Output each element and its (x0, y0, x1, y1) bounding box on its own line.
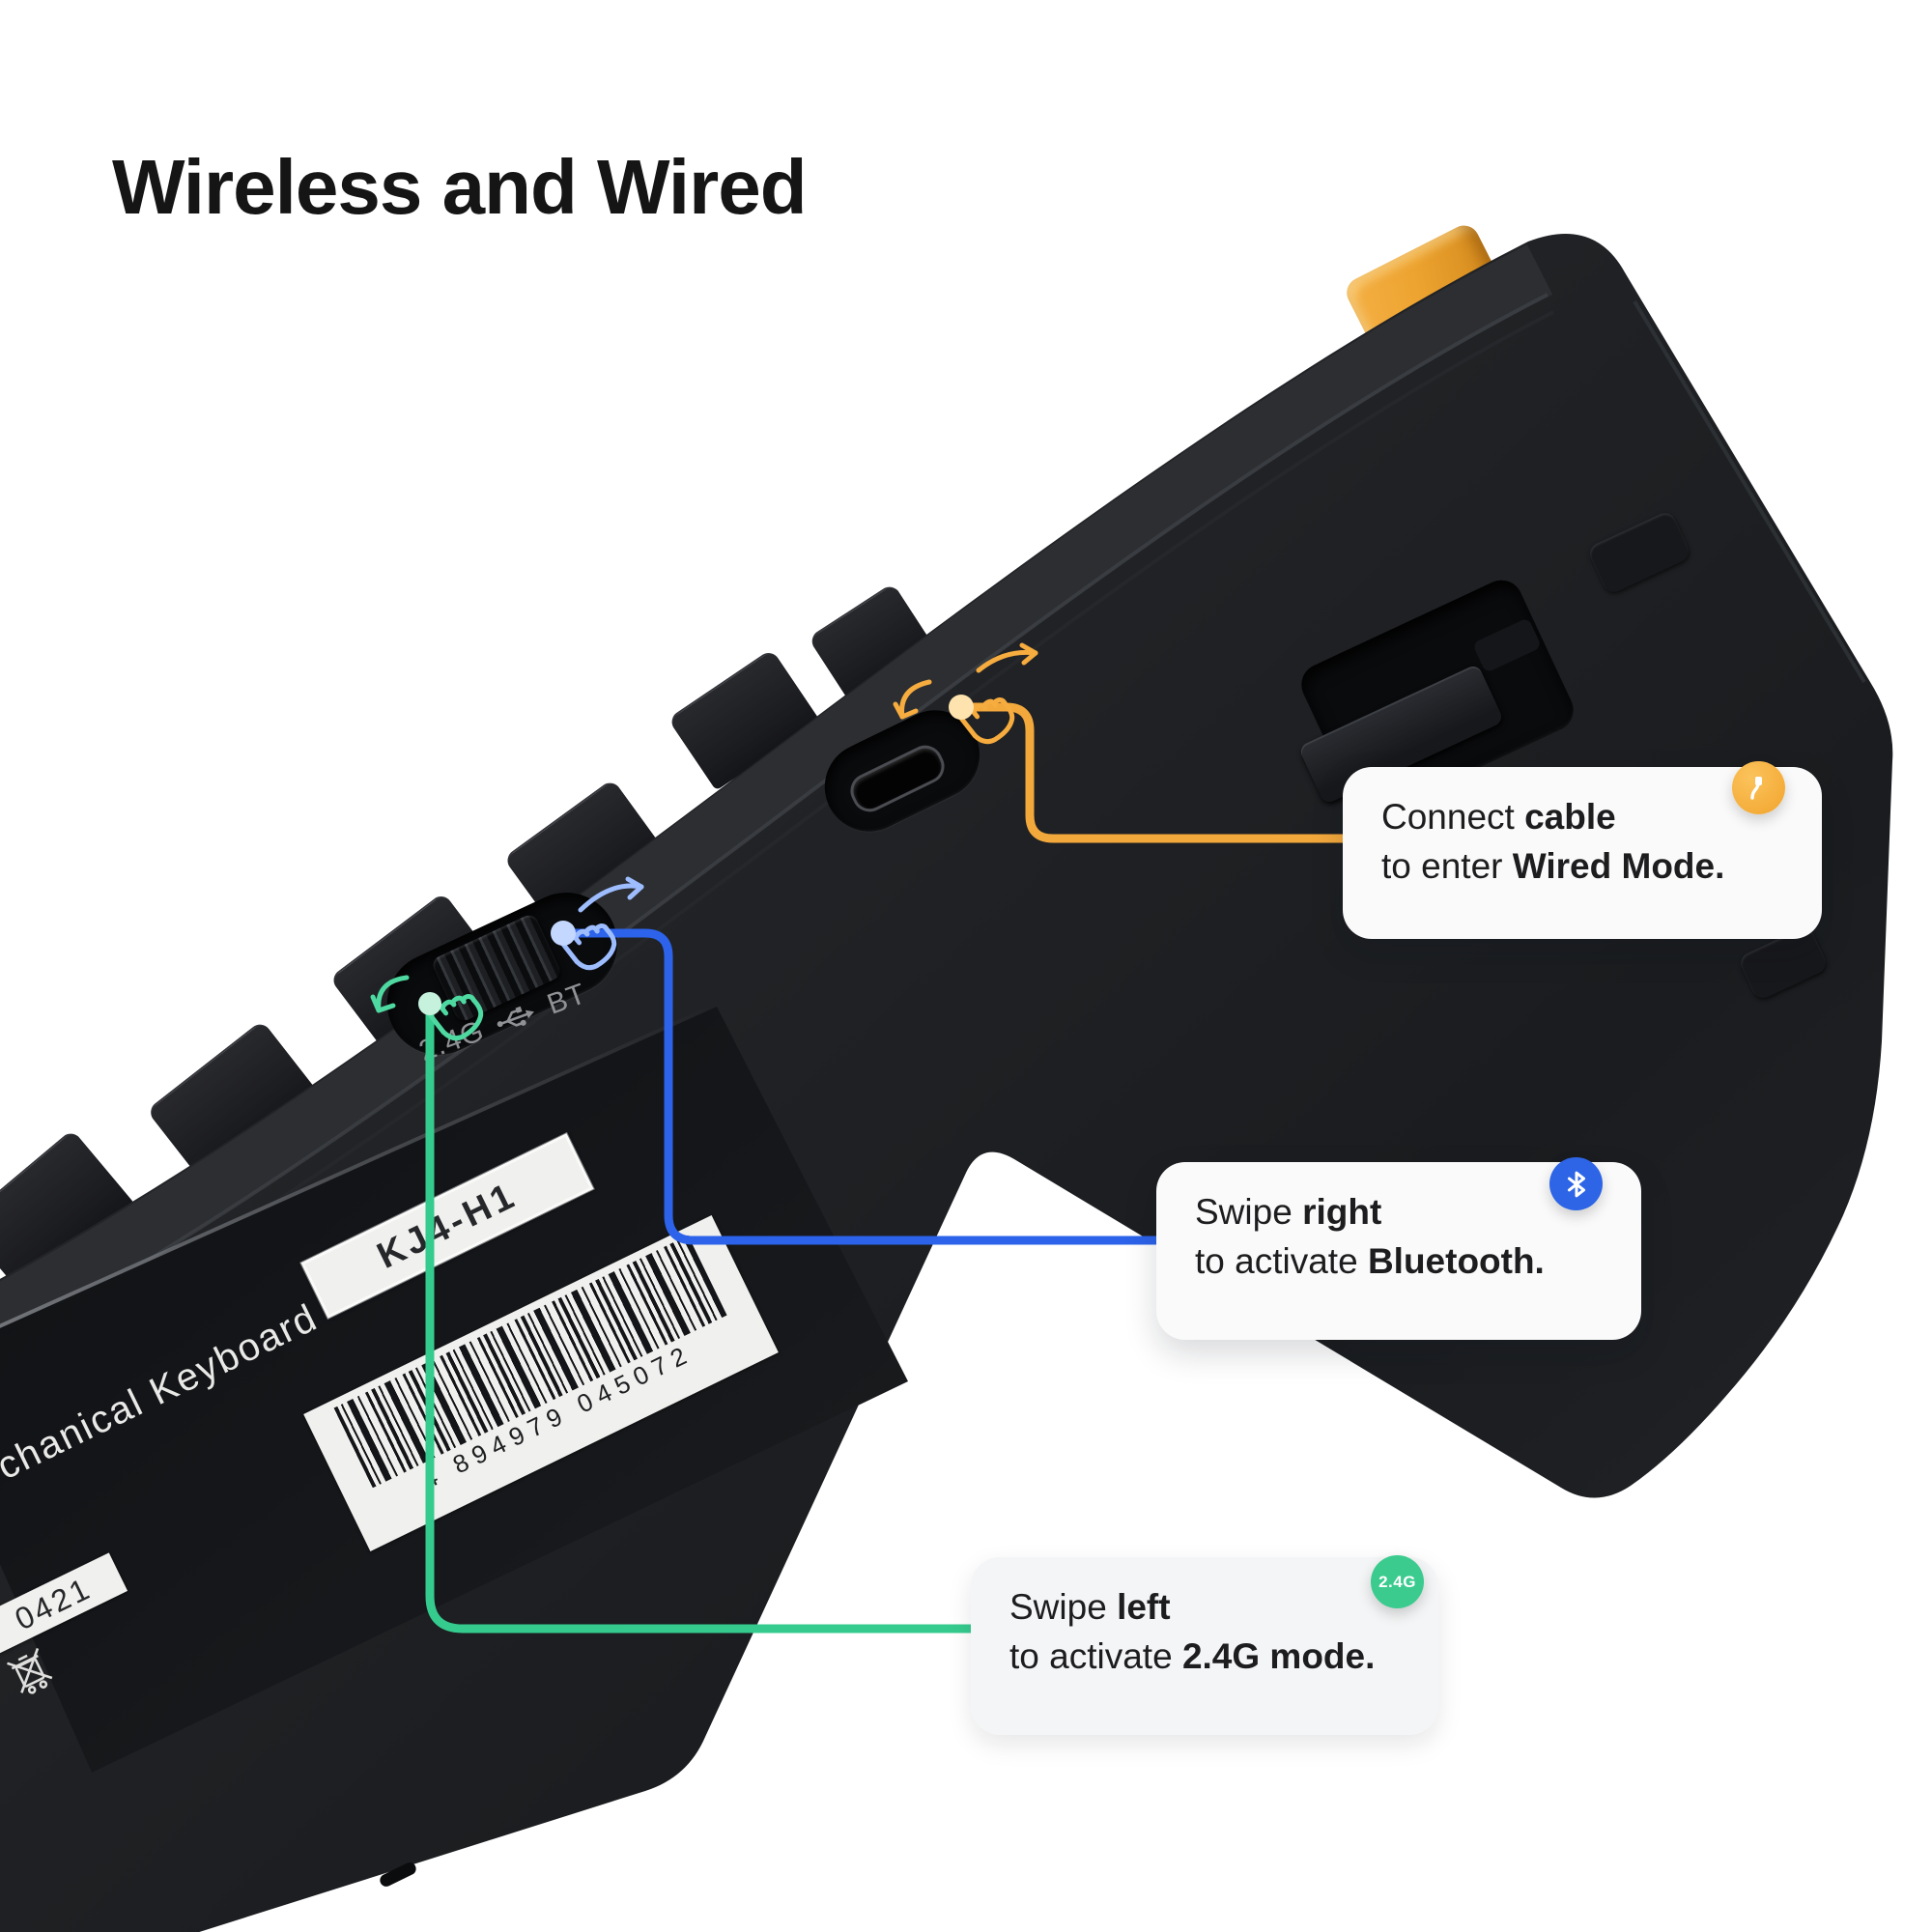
callout-wired-line2: to enter Wired Mode. (1381, 846, 1725, 886)
bluetooth-icon (1549, 1157, 1603, 1210)
usb-cable-icon (1732, 761, 1785, 814)
page-title: Wireless and Wired (112, 144, 808, 230)
callout-24g-line2: to activate 2.4G mode. (1009, 1636, 1376, 1676)
24g-badge-text: 2.4G (1378, 1573, 1416, 1591)
24g-badge-icon: 2.4G (1371, 1555, 1424, 1608)
callout-bluetooth: Swipe right to activate Bluetooth. (1156, 1157, 1641, 1340)
callout-bluetooth-line2: to activate Bluetooth. (1195, 1241, 1545, 1281)
callout-24g: Swipe left to activate 2.4G mode. 2.4G (971, 1555, 1438, 1735)
callout-wired: Connect cable to enter Wired Mode. (1343, 761, 1822, 939)
